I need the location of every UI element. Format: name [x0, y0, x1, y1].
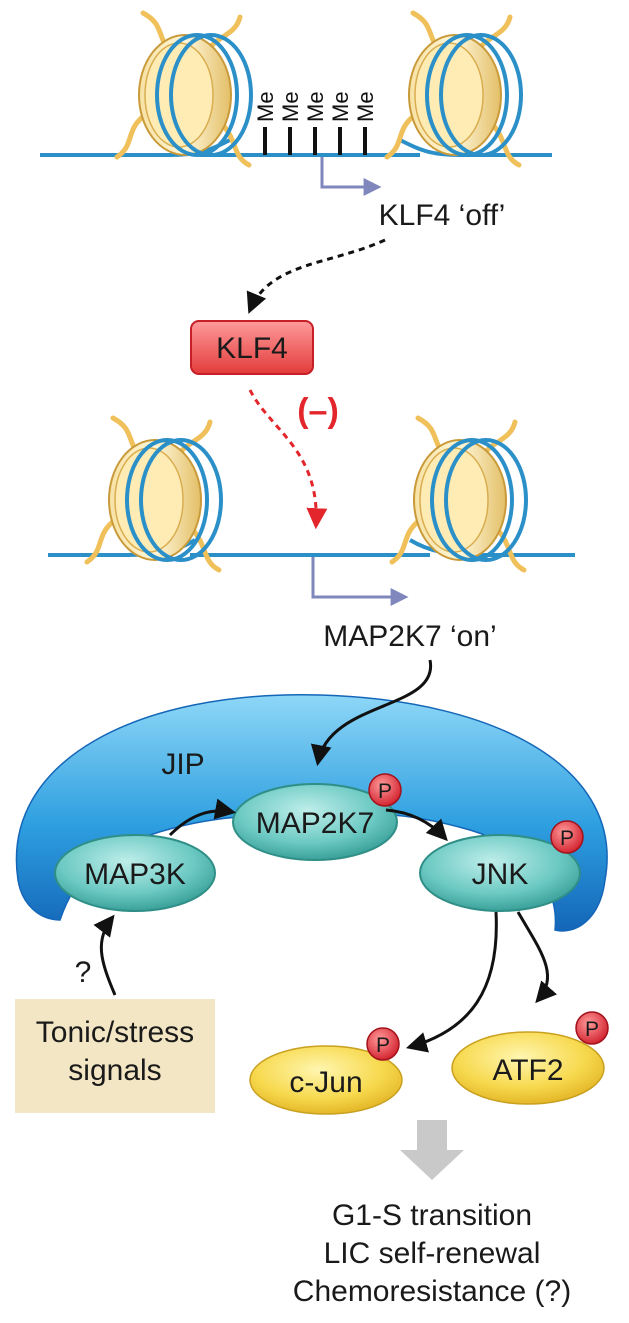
c-jun-node: c-Jun	[249, 1045, 403, 1115]
map2k7-on-label: MAP2K7 ‘on’	[323, 620, 496, 653]
svg-text:P: P	[378, 780, 392, 803]
outcome-1: G1-S transition	[332, 1199, 532, 1232]
map3k-label: MAP3K	[84, 858, 186, 891]
phospho-badge: P	[368, 773, 402, 807]
arrow-icon	[405, 911, 498, 1053]
outcome-arrow-icon	[400, 1120, 464, 1180]
klf4-label: KLF4	[216, 332, 288, 365]
outcome-3: Chemoresistance (?)	[293, 1275, 571, 1308]
nucleosome-icon	[117, 13, 251, 165]
me-label: Me	[253, 91, 278, 122]
c-jun-label: c-Jun	[289, 1066, 362, 1099]
me-label: Me	[353, 91, 378, 122]
nucleosome-icon	[392, 418, 526, 570]
me-label: Me	[278, 91, 303, 122]
tss-arrow-icon	[311, 557, 409, 606]
stress-signals-line2: signals	[68, 1054, 161, 1087]
map2k7-node: MAP2K7	[232, 783, 398, 861]
dashed-arrow-icon	[246, 238, 386, 314]
klf4-off-label: KLF4 ‘off’	[379, 199, 506, 232]
jip-label: JIP	[161, 748, 204, 781]
me-label: Me	[303, 91, 328, 122]
outcome-2: LIC self-renewal	[324, 1237, 541, 1270]
map3k-node: MAP3K	[54, 834, 216, 912]
arrow-icon	[385, 808, 448, 842]
klf4-box: KLF4	[190, 320, 314, 375]
arrow-icon	[93, 914, 117, 996]
jnk-node: JNK	[419, 834, 581, 912]
jnk-label: JNK	[472, 858, 529, 891]
inhibition-arrow-icon	[248, 389, 328, 530]
map2k7-label: MAP2K7	[256, 807, 374, 840]
inhibition-sign: (–)	[297, 392, 339, 430]
svg-text:P: P	[376, 1034, 390, 1057]
atf2-label: ATF2	[492, 1054, 563, 1087]
atf2-node: ATF2	[451, 1031, 605, 1105]
nucleosome-icon	[87, 418, 221, 570]
phospho-badge: P	[575, 1011, 609, 1045]
unknown-mark: ?	[75, 956, 92, 989]
phospho-badge: P	[550, 820, 584, 854]
stress-signals-box: Tonic/stress signals	[15, 999, 215, 1113]
arrow-icon	[310, 659, 432, 767]
phospho-badge: P	[366, 1027, 400, 1061]
me-label: Me	[328, 91, 353, 122]
arrow-icon	[516, 911, 557, 1004]
stress-signals-line1: Tonic/stress	[36, 1016, 194, 1049]
svg-text:P: P	[585, 1018, 599, 1041]
svg-text:P: P	[560, 827, 574, 850]
methyl-marks: Me Me Me Me Me	[253, 91, 378, 155]
arrow-icon	[168, 798, 237, 837]
tss-arrow-icon	[320, 157, 382, 196]
